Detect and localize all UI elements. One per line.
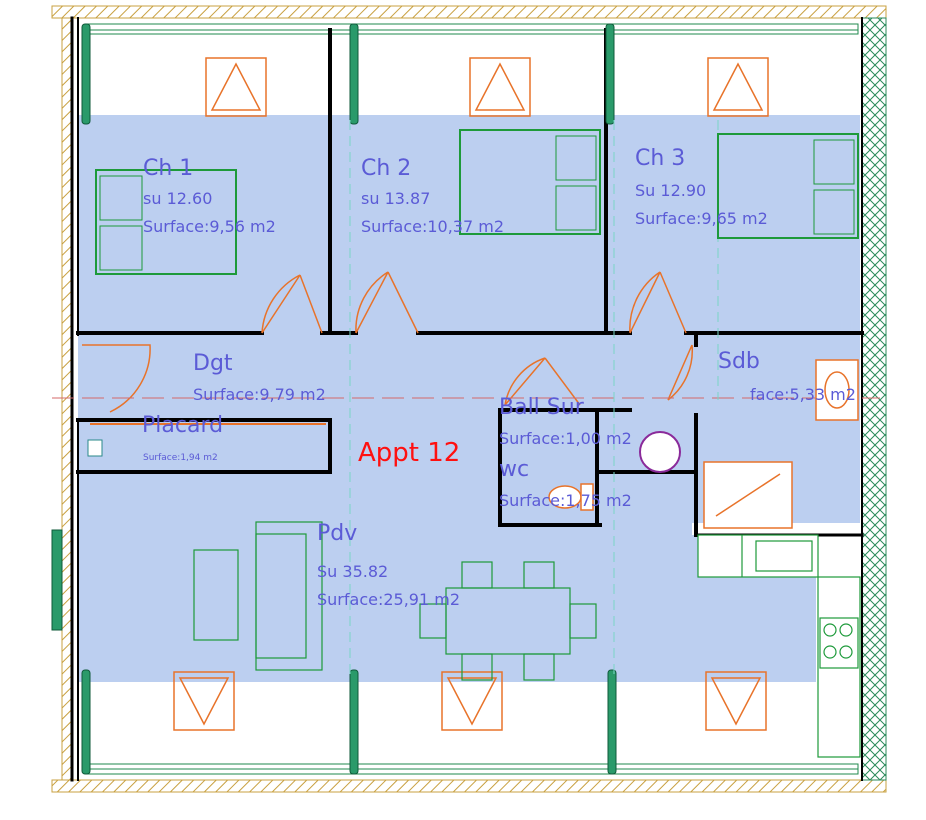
room-su-ch3: Su 12.90 xyxy=(635,181,707,200)
room-name-wc: wc xyxy=(499,457,530,482)
bath-fixtures xyxy=(548,359,859,529)
living-furniture xyxy=(193,521,597,681)
room-surface-dgt: Surface:9,79 m2 xyxy=(193,385,326,404)
right-wall-cross xyxy=(861,17,887,781)
room-name-dgt: Dgt xyxy=(193,351,233,376)
room-name-ch1: Ch 1 xyxy=(143,156,194,181)
room-surface-ch3: Surface:9,65 m2 xyxy=(635,209,768,228)
room-name-placard: Placard xyxy=(142,413,224,438)
room-name-ballsur: Ball Sur xyxy=(499,395,584,420)
top-wall-hatch xyxy=(51,5,887,19)
room-surface-ch1: Surface:9,56 m2 xyxy=(143,217,276,236)
room-surface-sdb: face:5,33 m2 xyxy=(750,385,856,404)
placard-mark xyxy=(87,439,103,457)
window-units xyxy=(173,57,769,731)
room-su-pdv: Su 35.82 xyxy=(317,562,389,581)
room-name-ch3: Ch 3 xyxy=(635,146,686,171)
apartment-title: Appt 12 xyxy=(358,438,461,468)
room-surface-pdv: Surface:25,91 m2 xyxy=(317,590,460,609)
doors xyxy=(82,271,694,425)
room-su-ch1: su 12.60 xyxy=(143,189,213,208)
axis-guides xyxy=(349,120,719,680)
room-name-sdb: Sdb xyxy=(718,349,760,374)
room-surface-ch2: Surface:10,37 m2 xyxy=(361,217,504,236)
room-surface-placard: Surface:1,94 m2 xyxy=(143,453,218,463)
room-name-pdv: Pdv xyxy=(317,521,358,546)
room-surface-ballsur: Surface:1,00 m2 xyxy=(499,429,632,448)
room-su-ch2: su 13.87 xyxy=(361,189,431,208)
room-name-ch2: Ch 2 xyxy=(361,156,412,181)
window-posts xyxy=(51,23,617,775)
room-surface-wc: Surface:1,75 m2 xyxy=(499,491,632,510)
beds xyxy=(95,129,859,275)
bottom-wall-hatch xyxy=(51,779,887,793)
shower-drain xyxy=(639,431,681,473)
kitchen xyxy=(697,534,861,758)
